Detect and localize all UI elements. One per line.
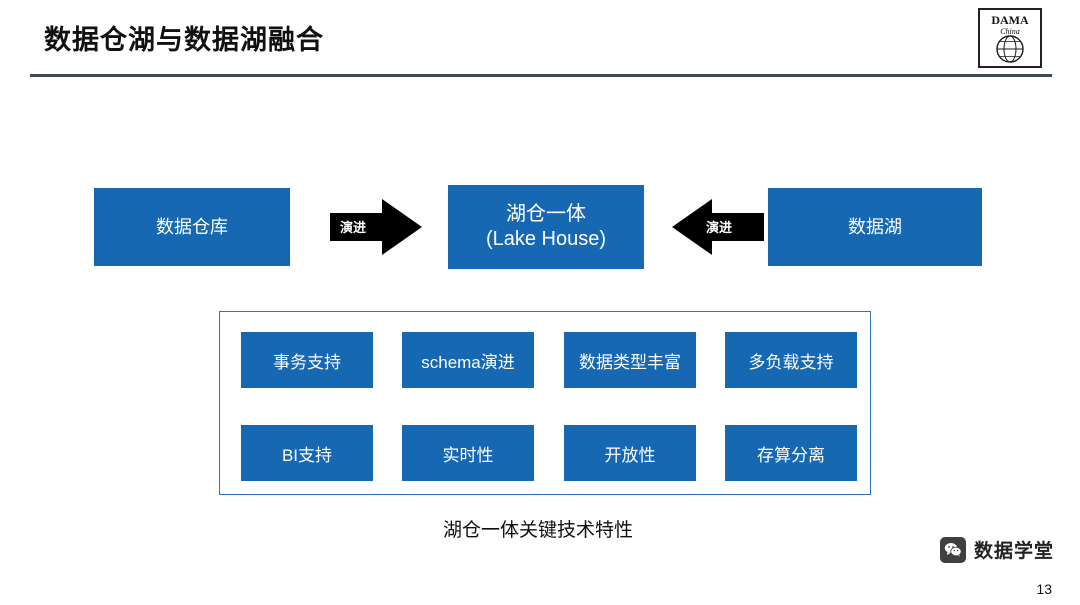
feature-tile[interactable]: 存算分离 [725,425,857,481]
arrow-left-label: 演进 [340,220,367,235]
box-lake-house-line1: 湖仓一体 [506,203,586,225]
features-caption: 湖仓一体关键技术特性 [0,515,1080,542]
arrow-right-pointing-left-side: 演进 [330,199,422,255]
feature-tile[interactable]: 实时性 [402,425,534,481]
box-lake-house[interactable]: 湖仓一体 (Lake House) [448,185,644,269]
arrow-left-pointing-right-side: 演进 [672,199,764,255]
dama-logo-icon: DAMA China [978,8,1042,68]
watermark-label: 数据学堂 [973,541,1054,562]
feature-tile[interactable]: 多负载支持 [725,332,857,388]
svg-text:DAMA: DAMA [991,13,1029,27]
features-caption-text: 湖仓一体关键技术特性 [442,520,633,541]
watermark: 数据学堂 [939,536,1054,563]
box-lake-house-label: 湖仓一体 (Lake House) [486,202,606,252]
box-lake-house-line2: (Lake House) [485,228,607,250]
feature-tile[interactable]: BI支持 [241,425,373,481]
svg-text:China: China [1000,27,1020,36]
box-data-warehouse[interactable]: 数据仓库 [94,188,290,266]
header-divider [30,74,1052,77]
box-data-lake[interactable]: 数据湖 [768,188,982,266]
arrow-right-label: 演进 [706,220,733,235]
wechat-icon [939,536,966,563]
feature-tile[interactable]: 开放性 [564,425,696,481]
feature-tile[interactable]: 事务支持 [241,332,373,388]
feature-tile[interactable]: schema演进 [402,332,534,388]
features-panel [219,311,871,495]
box-data-lake-label: 数据湖 [848,216,902,237]
page-title: 数据仓湖与数据湖融合 [44,25,324,55]
page-number: 13 [1036,581,1052,597]
feature-tile[interactable]: 数据类型丰富 [564,332,696,388]
box-data-warehouse-label: 数据仓库 [156,216,228,237]
